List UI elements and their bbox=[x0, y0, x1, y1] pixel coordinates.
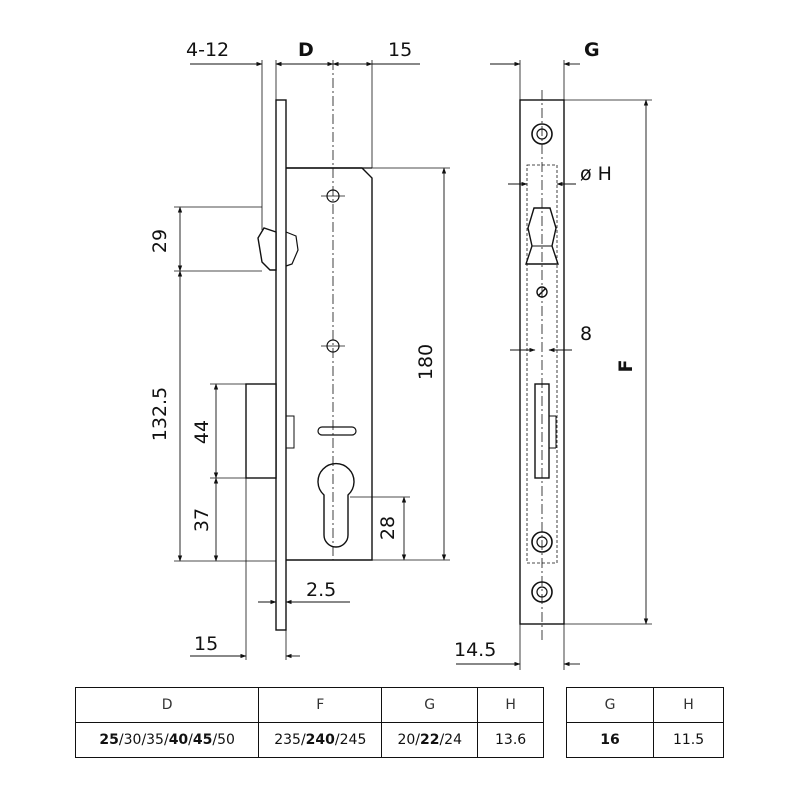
g_values-segment: 20/ bbox=[397, 732, 420, 748]
dim-label-oh: ø H bbox=[580, 163, 612, 185]
dim-label-28: 28 bbox=[377, 516, 399, 540]
small-table-header-h: H bbox=[653, 687, 724, 723]
lock-body bbox=[286, 167, 373, 561]
g_values-segment: 22 bbox=[419, 732, 440, 748]
dim-label-4-12: 4-12 bbox=[186, 39, 229, 61]
small-table-cell-g: 16 bbox=[565, 722, 655, 758]
d_values-segment: /30/35/ bbox=[118, 732, 169, 748]
table-header-g: G bbox=[381, 687, 479, 723]
dim-label-15-bottom: 15 bbox=[194, 633, 218, 655]
f_values-segment: 235/ bbox=[274, 732, 306, 748]
forend-screw-top bbox=[531, 123, 553, 145]
table-header-d: D bbox=[74, 687, 260, 723]
table-header-f: F bbox=[258, 687, 383, 723]
follower-slot bbox=[317, 426, 357, 436]
faceplate bbox=[275, 99, 287, 631]
dim-label-37: 37 bbox=[191, 508, 213, 532]
d_values-segment: /50 bbox=[212, 732, 235, 748]
d_values-segment: / bbox=[188, 732, 193, 748]
table-cell-g-values: 20/22/24 bbox=[381, 722, 479, 758]
dim-label-15-top: 15 bbox=[388, 39, 412, 61]
d_values-segment: 45 bbox=[192, 732, 213, 748]
dim-label-29: 29 bbox=[149, 229, 171, 253]
side-view bbox=[456, 60, 652, 670]
deadbolt bbox=[245, 383, 277, 479]
f_values-segment: 240 bbox=[305, 732, 335, 748]
dim-label-132-5: 132.5 bbox=[149, 387, 171, 441]
dimension-table-small: G H 16 11.5 bbox=[565, 687, 724, 758]
side-deadbolt-slot bbox=[534, 383, 550, 479]
dim-label-2-5: 2.5 bbox=[306, 579, 336, 601]
forend-screw-middle bbox=[531, 531, 553, 553]
latch-bolt bbox=[257, 227, 277, 271]
dim-label-g: G bbox=[584, 39, 600, 61]
dim-label-8: 8 bbox=[580, 323, 592, 345]
table-header-h: H bbox=[477, 687, 544, 723]
d_values-segment: 40 bbox=[168, 732, 189, 748]
table-cell-d-values: 25/30/35/40/45/50 bbox=[74, 722, 260, 758]
dim-label-44: 44 bbox=[191, 420, 213, 444]
small-table-cell-h: 11.5 bbox=[653, 722, 724, 758]
side-small-screw bbox=[536, 286, 548, 298]
dim-label-d: D bbox=[298, 39, 314, 61]
front-view bbox=[174, 60, 450, 660]
dim-label-180: 180 bbox=[415, 344, 437, 380]
table-cell-h-value: 13.6 bbox=[477, 722, 544, 758]
forend-screw-bottom bbox=[531, 581, 553, 603]
table-cell-f-values: 235/240/245 bbox=[258, 722, 383, 758]
d_values-segment: 25 bbox=[99, 732, 119, 748]
f_values-segment: /245 bbox=[334, 732, 367, 748]
side-latch bbox=[525, 207, 559, 265]
dim-label-f: F bbox=[615, 360, 637, 373]
cylinder-cutout bbox=[317, 462, 355, 548]
dimension-table-main: D F G H 25/30/35/40/45/50 235/240/245 20… bbox=[74, 687, 544, 758]
g_values-segment: /24 bbox=[439, 732, 462, 748]
dim-label-14-5: 14.5 bbox=[454, 639, 496, 661]
small-table-header-g: G bbox=[565, 687, 655, 723]
